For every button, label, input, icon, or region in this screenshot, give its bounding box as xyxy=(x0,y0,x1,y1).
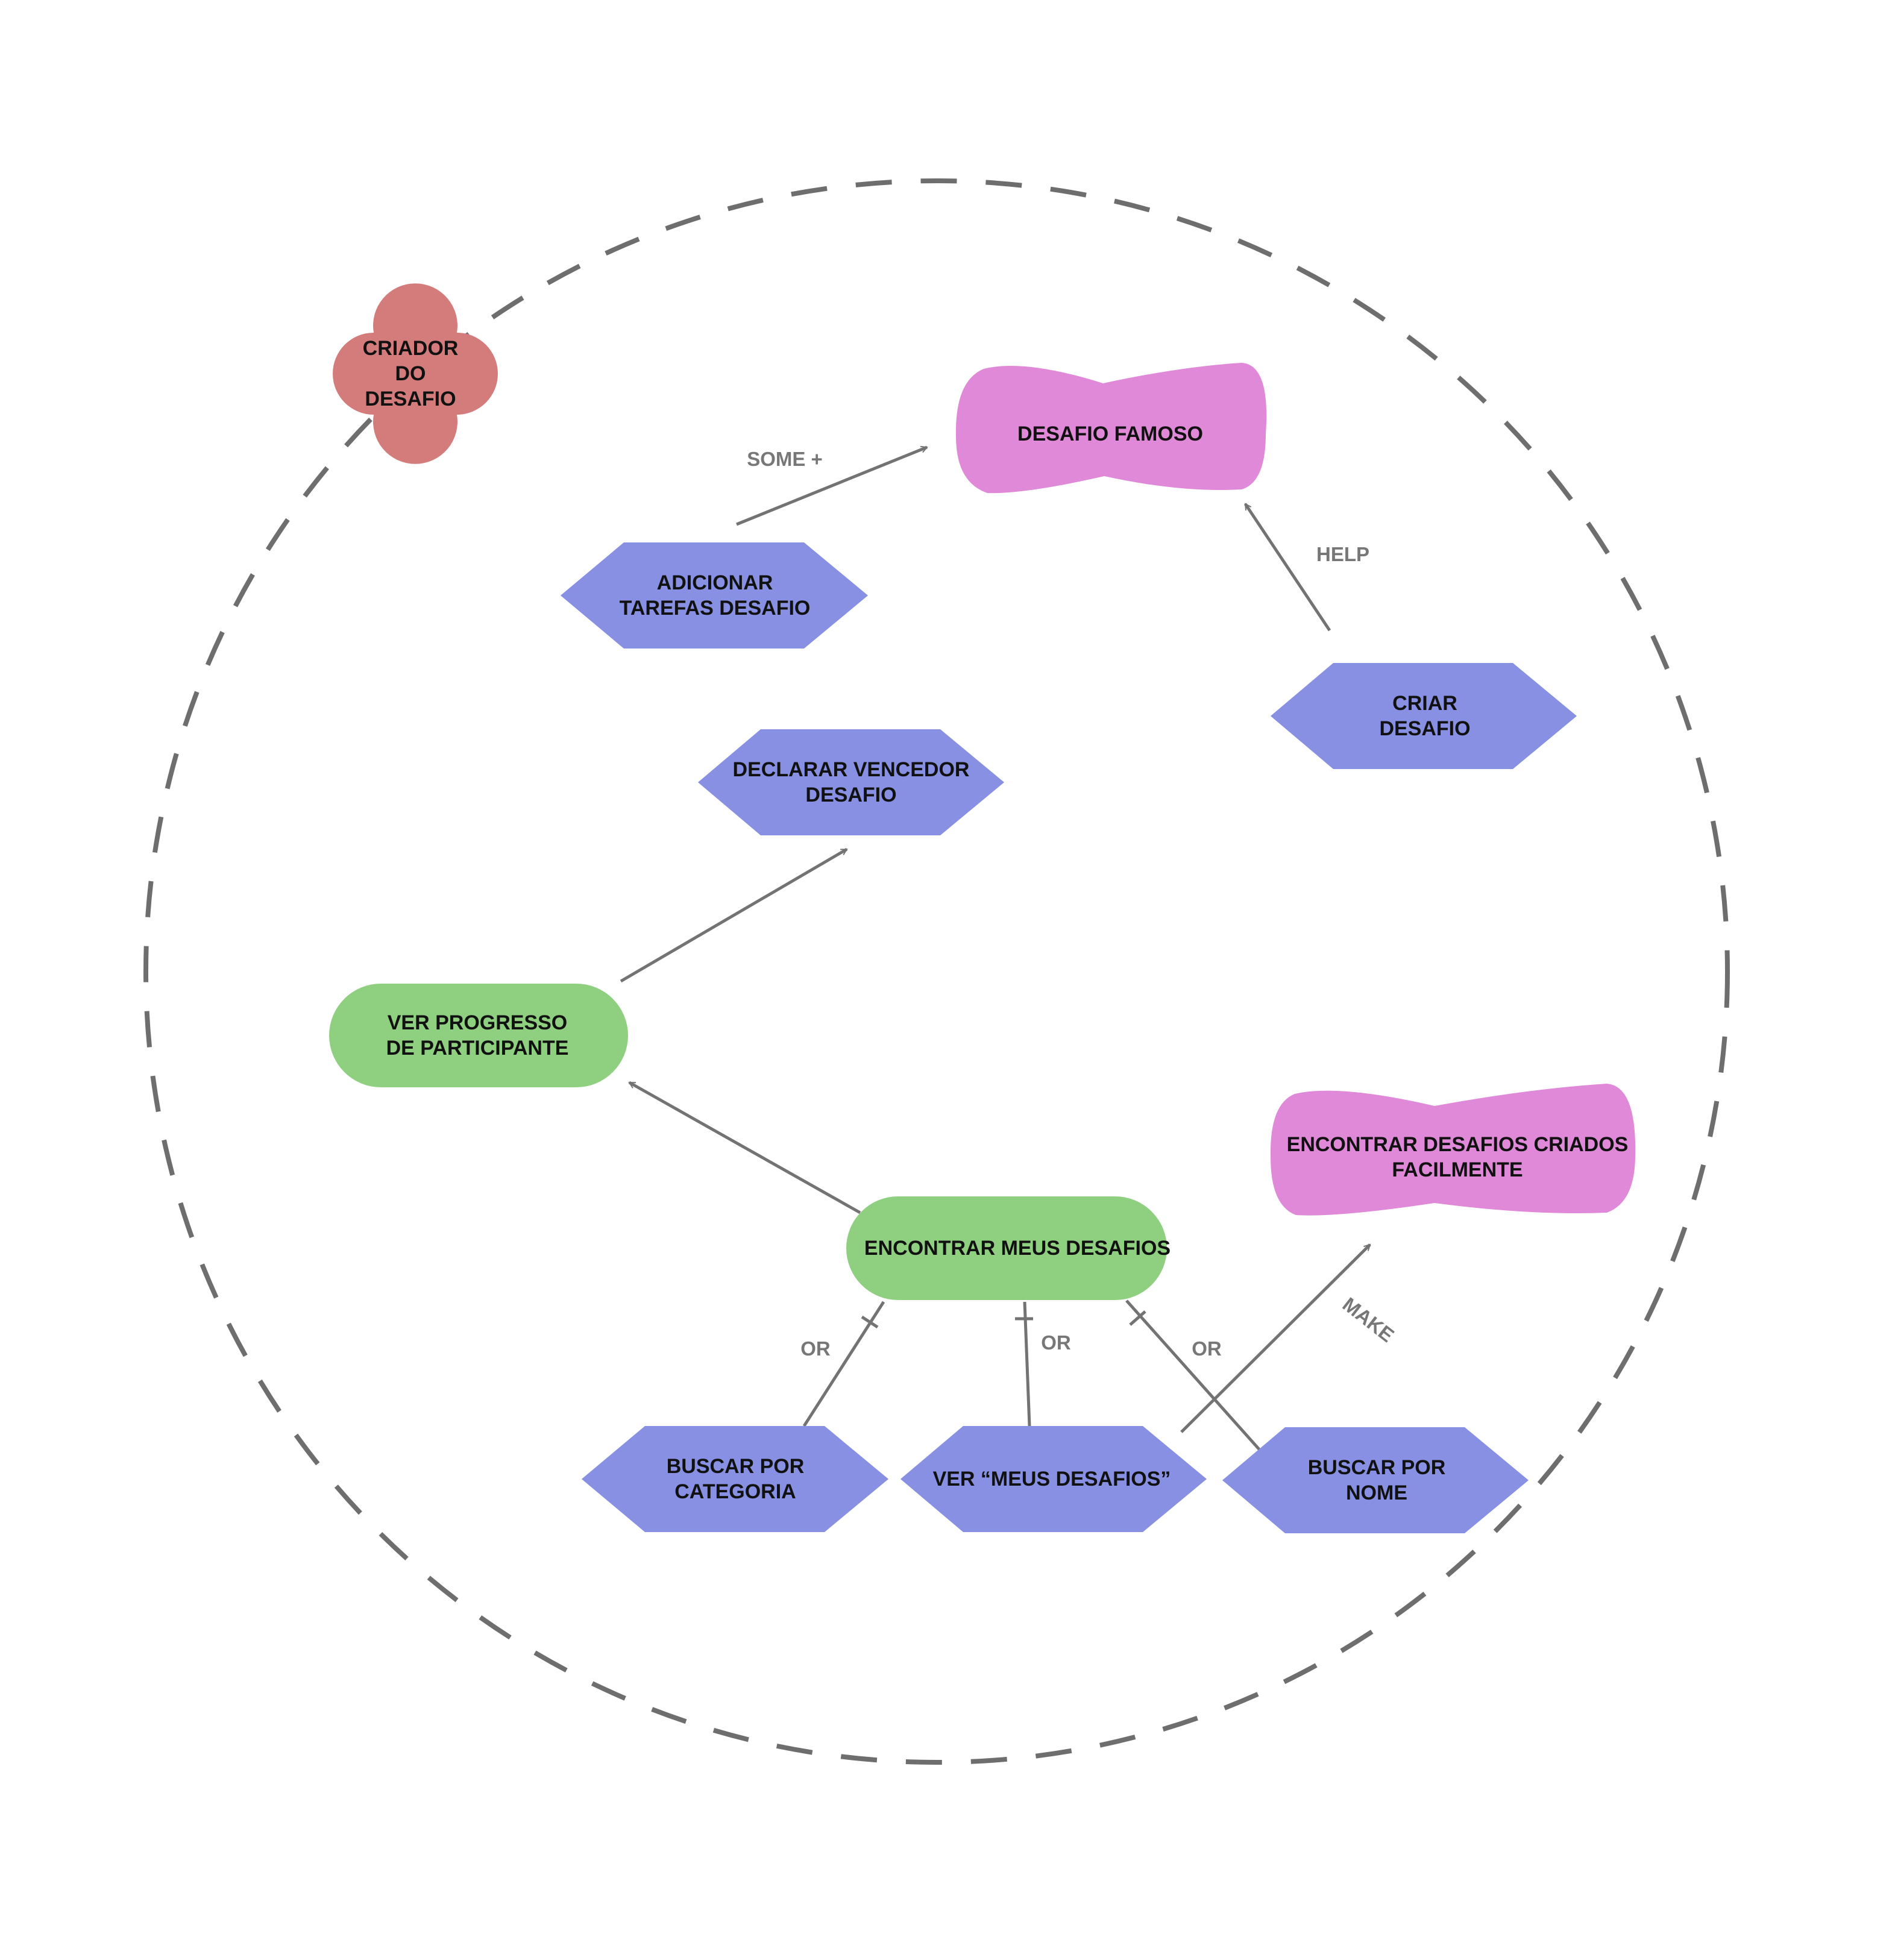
link-ver-meus-to-encontrar-facilmente xyxy=(1180,1243,1371,1433)
task-buscar-por-nome[interactable] xyxy=(1222,1427,1529,1533)
goal-desafio-famoso-label: DESAFIO FAMOSO xyxy=(1017,421,1203,447)
task-declarar-vencedor-desafio[interactable] xyxy=(698,729,1004,835)
actor-label-line-1: CRIADOR xyxy=(362,337,459,360)
task-criar-label: CRIAR DESAFIO xyxy=(1379,691,1470,741)
task-buscar-nome-line-1: BUSCAR POR xyxy=(1307,1456,1446,1479)
edge-label-or-2: OR xyxy=(1041,1331,1071,1354)
task-adicionar-label: ADICIONAR TAREFAS DESAFIO xyxy=(620,570,811,621)
goal-desafio-famoso[interactable] xyxy=(955,363,1267,494)
actor-label: CRIADOR DO DESAFIO xyxy=(363,336,459,412)
goal-encontrar-facilmente-label: ENCONTRAR DESAFIOS CRIADOS FACILMENTE xyxy=(1287,1132,1629,1183)
links xyxy=(620,445,1371,1453)
softgoal-ver-progresso-line-1: VER PROGRESSO xyxy=(387,1011,568,1034)
task-adicionar-line-2: TAREFAS DESAFIO xyxy=(619,597,811,620)
actor-label-line-3: DESAFIO xyxy=(365,388,456,410)
link-adicionar-to-desafio-famoso xyxy=(736,445,927,526)
goal-shape xyxy=(955,363,1267,494)
task-ver-meus-desafios[interactable] xyxy=(900,1426,1207,1532)
actor-boundary xyxy=(143,178,1730,1765)
goal-encontrar-desafios-criados-facilmente[interactable] xyxy=(1270,1084,1636,1216)
task-criar-line-2: DESAFIO xyxy=(1379,717,1471,740)
goal-encontrar-facilmente-line-1: ENCONTRAR DESAFIOS CRIADOS xyxy=(1286,1133,1629,1156)
task-declarar-line-2: DESAFIO xyxy=(805,784,897,806)
task-buscar-categoria-line-2: CATEGORIA xyxy=(674,1480,796,1503)
edge-label-help: HELP xyxy=(1316,543,1370,565)
link-criar-to-desafio-famoso xyxy=(1243,504,1331,632)
link-progresso-to-declarar xyxy=(620,847,847,983)
edge-label-or-1: OR xyxy=(800,1337,831,1360)
goal-encontrar-facilmente-line-2: FACILMENTE xyxy=(1392,1158,1523,1181)
actor-label-line-2: DO xyxy=(395,362,426,385)
link-buscar-nome-to-encontrar-meus xyxy=(1125,1299,1262,1453)
tick-or-3 xyxy=(1129,1310,1146,1326)
goal-desafio-famoso-line-1: DESAFIO FAMOSO xyxy=(1017,422,1203,445)
task-ver-meus-label: VER “MEUS DESAFIOS” xyxy=(933,1466,1171,1492)
softgoal-ver-progresso-label: VER PROGRESSO DE PARTICIPANTE xyxy=(386,1010,569,1061)
goal-shape xyxy=(1270,1084,1636,1216)
tick-or-1 xyxy=(861,1315,879,1329)
task-buscar-categoria-label: BUSCAR POR CATEGORIA xyxy=(667,1454,805,1504)
actor-criador-do-desafio[interactable] xyxy=(333,283,498,464)
link-buscar-categoria-to-encontrar-meus xyxy=(802,1301,885,1427)
softgoal-encontrar-meus-line-1: ENCONTRAR MEUS DESAFIOS xyxy=(864,1237,1171,1260)
softgoal-encontrar-meus-label: ENCONTRAR MEUS DESAFIOS xyxy=(864,1236,1171,1261)
task-adicionar-line-1: ADICIONAR xyxy=(656,571,773,594)
task-criar-desafio[interactable] xyxy=(1271,663,1577,769)
edge-label-or-3: OR xyxy=(1192,1337,1222,1360)
task-adicionar-tarefas-desafio[interactable] xyxy=(561,542,868,649)
link-encontrar-meus-to-progresso xyxy=(629,1081,861,1214)
softgoal-encontrar-meus-desafios[interactable] xyxy=(846,1196,1167,1300)
task-buscar-categoria-line-1: BUSCAR POR xyxy=(666,1455,805,1478)
task-declarar-label: DECLARAR VENCEDOR DESAFIO xyxy=(733,757,970,808)
softgoal-ver-progresso-line-2: DE PARTICIPANTE xyxy=(386,1037,569,1060)
link-ver-meus-to-encontrar-meus xyxy=(1023,1301,1031,1427)
edge-label-some-plus: SOME + xyxy=(747,448,823,470)
softgoal-ver-progresso-de-participante[interactable] xyxy=(329,984,628,1087)
task-buscar-por-categoria[interactable] xyxy=(582,1426,888,1532)
task-criar-line-1: CRIAR xyxy=(1392,692,1457,715)
task-buscar-nome-line-2: NOME xyxy=(1345,1481,1407,1504)
task-buscar-nome-label: BUSCAR POR NOME xyxy=(1308,1455,1446,1506)
actor-flower-shape xyxy=(333,283,498,464)
task-declarar-line-1: DECLARAR VENCEDOR xyxy=(732,758,970,781)
task-ver-meus-line-1: VER “MEUS DESAFIOS” xyxy=(932,1468,1171,1490)
